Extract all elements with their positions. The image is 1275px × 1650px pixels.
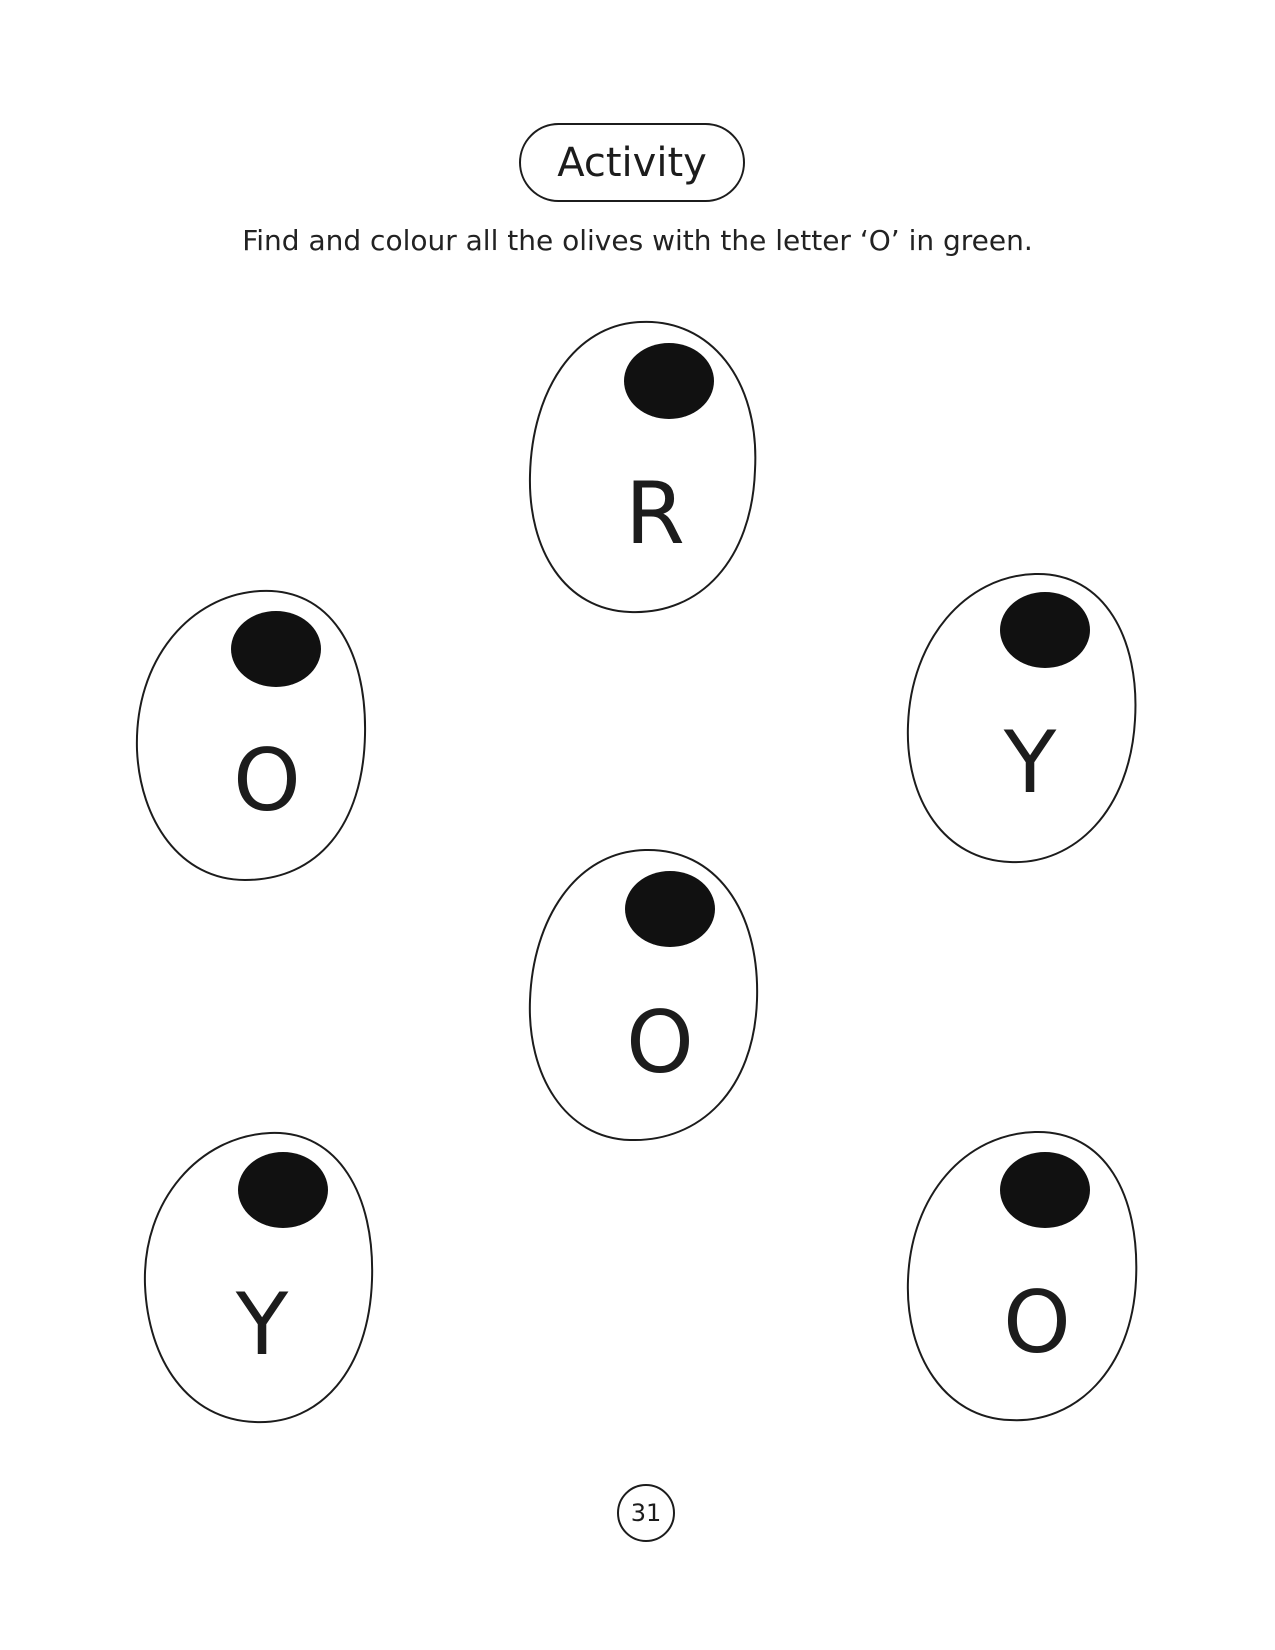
page-number-badge: 31	[617, 1484, 675, 1542]
olive-letter: O	[1003, 1273, 1071, 1373]
olive-pit	[625, 871, 715, 947]
olive-letter: Y	[235, 1275, 289, 1375]
olive-4[interactable]: O	[528, 848, 759, 1142]
olive-3[interactable]: Y	[906, 572, 1137, 864]
olive-letter: O	[233, 731, 301, 831]
olive-letter: R	[625, 464, 685, 564]
instruction-text: Find and colour all the olives with the …	[242, 224, 1033, 257]
activity-title: Activity	[557, 139, 707, 186]
page-number: 31	[630, 1499, 662, 1527]
olive-5[interactable]: Y	[143, 1131, 374, 1424]
olive-letter: Y	[1003, 713, 1057, 813]
olive-6[interactable]: O	[906, 1130, 1138, 1422]
olive-pit	[624, 343, 714, 419]
olive-pit	[1000, 1152, 1090, 1228]
olive-letter: O	[626, 993, 694, 1093]
olive-pit	[1000, 592, 1090, 668]
olive-pit	[238, 1152, 328, 1228]
olive-2[interactable]: O	[135, 589, 367, 882]
olive-pit	[231, 611, 321, 687]
activity-title-pill: Activity	[519, 123, 745, 202]
olive-1[interactable]: R	[528, 320, 757, 614]
